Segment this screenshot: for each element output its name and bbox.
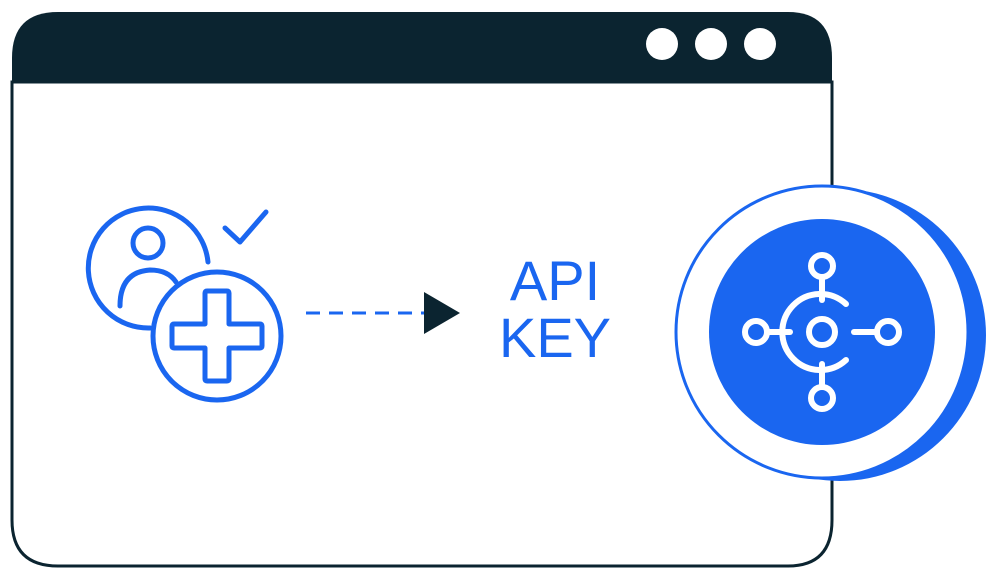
api-key-label-line1: API <box>509 249 601 312</box>
checkmark-icon <box>222 209 269 245</box>
browser-window <box>10 12 834 568</box>
window-titlebar <box>12 12 832 82</box>
window-dot[interactable] <box>646 28 678 60</box>
window-dot[interactable] <box>695 28 727 60</box>
window-dot[interactable] <box>744 28 776 60</box>
integration-hub-icon <box>674 184 986 481</box>
api-key-label: API KEY <box>470 252 640 366</box>
api-key-label-line2: KEY <box>498 306 612 369</box>
arrow-right-icon <box>306 292 460 334</box>
user-add-icon <box>85 205 284 403</box>
window-body <box>10 80 834 568</box>
